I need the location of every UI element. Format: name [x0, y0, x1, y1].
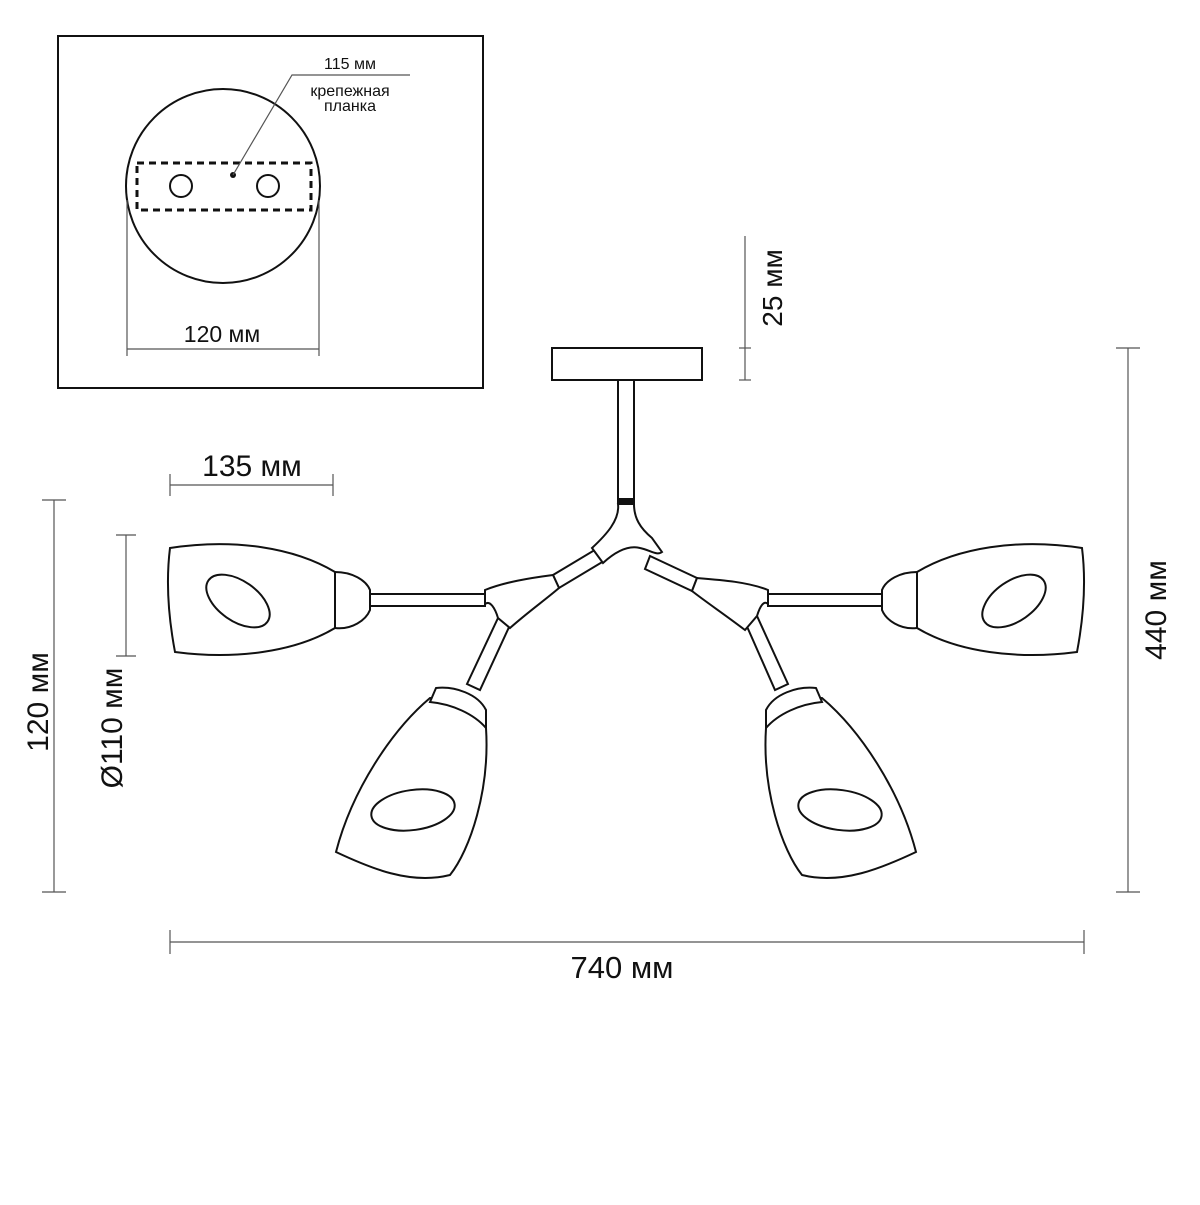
shade-right-lower-glass	[764, 696, 918, 879]
central-stem	[617, 379, 635, 501]
shade-left-lower-glass	[334, 696, 488, 879]
shade-right-outer-holder	[881, 570, 918, 630]
junction-right	[690, 576, 769, 632]
plate-name-label-1: крепежная	[310, 83, 389, 100]
mounting-hole-left	[169, 174, 193, 198]
mounting-plate-inset: 115 мм крепежная планка 120 мм	[57, 35, 484, 389]
shade-left-lower	[334, 686, 488, 879]
shade-right-outer-glass	[913, 543, 1086, 656]
shade-right-lower	[764, 686, 918, 879]
ceiling-canopy	[551, 347, 703, 381]
chandelier-drawing	[166, 347, 1086, 879]
canopy-diameter-label: 120 мм	[184, 321, 260, 347]
shade-right-outer	[881, 543, 1086, 656]
arm-left-lower	[465, 616, 512, 692]
plate-leader-line	[232, 74, 410, 176]
shade-diameter-label: Ø110 мм	[96, 668, 129, 789]
plate-length-label: 115 мм	[324, 56, 376, 73]
shade-right-outer-highlight	[981, 573, 1047, 629]
dimension-lines: 25 мм 440 мм 135 мм 120 мм Ø110 мм 740 м…	[22, 236, 1173, 985]
shade-height-label: 120 мм	[22, 652, 55, 752]
shade-left-outer-glass	[166, 543, 339, 656]
arm-left-outer	[369, 593, 486, 607]
junction-left	[484, 573, 561, 630]
shade-left-outer-highlight	[205, 573, 271, 629]
total-height-label: 440 мм	[1140, 560, 1173, 660]
canopy-top-view	[125, 88, 321, 284]
shade-left-outer-holder	[334, 570, 371, 630]
shade-left-lower-highlight	[370, 788, 456, 832]
shade-length-label: 135 мм	[202, 450, 302, 483]
mounting-plate-outline	[135, 161, 313, 212]
canopy-height-label: 25 мм	[757, 249, 788, 326]
shade-left-outer	[166, 543, 371, 656]
plate-name-label-2: планка	[324, 98, 376, 115]
mounting-hole-right	[256, 174, 280, 198]
arm-right-inner	[643, 554, 699, 593]
shade-right-lower-highlight	[797, 788, 883, 832]
frame-arms	[369, 503, 884, 692]
total-width-label: 740 мм	[571, 950, 674, 985]
stem-collar	[617, 498, 635, 504]
central-hub	[590, 503, 664, 565]
shade-right-lower-holder	[765, 686, 824, 731]
arm-right-outer	[767, 593, 884, 607]
inset-frame	[57, 35, 484, 389]
shade-left-lower-holder	[428, 686, 487, 731]
arm-right-lower	[743, 614, 790, 692]
